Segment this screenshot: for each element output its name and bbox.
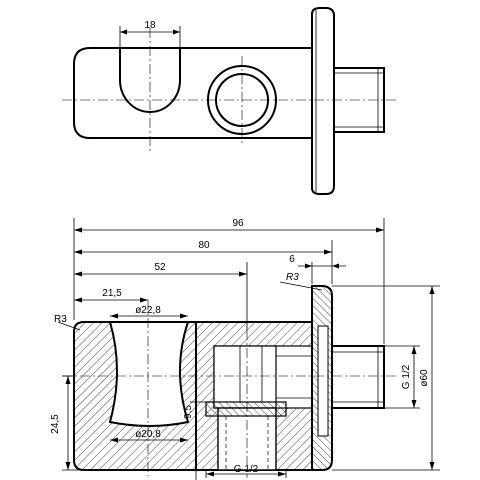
dim-height-24-5: 24,5 <box>50 414 61 434</box>
dim-dia-flange: ø60 <box>419 369 430 387</box>
dim-thread-right: G 1/2 <box>401 364 412 389</box>
dim-top-width: 18 <box>144 20 156 31</box>
dim-length-52: 52 <box>154 262 166 273</box>
dim-length-80: 80 <box>198 240 210 251</box>
dim-radius-flange: R3 <box>286 272 299 283</box>
dim-lines <box>57 218 440 480</box>
dim-dia-bottom: ø20,8 <box>135 429 161 440</box>
dim-thread-bottom: G 1/2 <box>234 464 259 475</box>
top-view <box>62 7 396 195</box>
dim-offset-21-5: 21,5 <box>102 288 122 299</box>
dim-overall-length: 96 <box>232 218 244 229</box>
dim-radius-body: R3 <box>54 314 67 325</box>
dim-flange-6: 6 <box>289 254 295 265</box>
dim-dia-top: ø22,8 <box>135 305 161 316</box>
section-view <box>62 285 396 478</box>
dim-height-9-5: 9,5 <box>183 405 194 419</box>
